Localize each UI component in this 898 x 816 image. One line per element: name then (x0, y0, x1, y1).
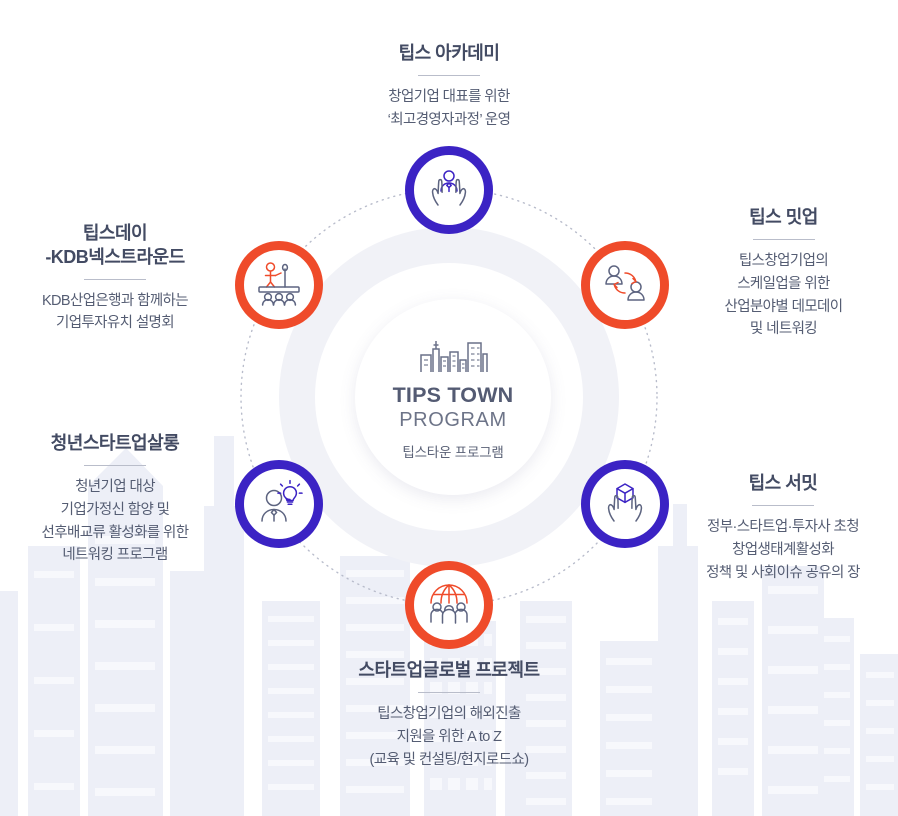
program-text-meetup: 팁스 밋업 팁스창업기업의 스케일업을 위한 산업분야별 데모데이 및 네트워킹 (676, 206, 891, 341)
program-text-summit: 팁스 서밋 정부·스타트업·투자사 초청 창업생태계활성화 정책 및 사회이슈 … (672, 472, 894, 584)
program-description-global: 팁스창업기업의 해외진출 지원을 위한 A to Z (교육 및 컨설팅/현지로… (369, 705, 529, 768)
title-divider (752, 504, 814, 506)
program-text-tipsday: 팁스데이 -KDB넥스트라운드 KDB산업은행과 함께하는 기업투자유치 설명회 (2, 222, 228, 335)
title-divider (84, 278, 146, 280)
program-description-salon: 청년기업 대상 기업가정신 함양 및 선후배교류 활성화를 위한 네트워킹 프로… (41, 478, 190, 564)
program-description-academy: 창업기업 대표를 위한 ‘최고경영자과정’ 운영 (387, 88, 511, 128)
program-node-meetup[interactable] (581, 241, 669, 329)
tips-town-hub: TIPS TOWN PROGRAM 팁스타운 프로그램 (355, 299, 551, 495)
hub-korean-label: 팁스타운 프로그램 (402, 445, 504, 461)
program-title-meetup: 팁스 밋업 (749, 207, 818, 227)
program-text-global: 스타트업글로벌 프로젝트 팁스창업기업의 해외진출 지원을 위한 A to Z … (300, 659, 598, 771)
hub-title: TIPS TOWN (392, 382, 514, 407)
title-divider (418, 691, 480, 693)
program-title-salon: 청년스타트업살롱 (50, 433, 180, 453)
program-title-global: 스타트업글로벌 프로젝트 (358, 660, 540, 680)
program-text-salon: 청년스타트업살롱 청년기업 대상 기업가정신 함양 및 선후배교류 활성화를 위… (6, 432, 224, 567)
hands-holding-cube-icon (600, 477, 650, 532)
title-divider (84, 464, 146, 466)
title-divider (752, 238, 815, 240)
program-node-summit[interactable] (581, 460, 669, 548)
program-title-tipsday: 팁스데이 -KDB넥스트라운드 (45, 223, 185, 267)
program-node-salon[interactable] (235, 460, 323, 548)
presenter-with-audience-icon (254, 258, 304, 313)
hands-holding-person-icon (424, 163, 474, 218)
program-title-academy: 팁스 아카데미 (398, 43, 500, 63)
person-with-lightbulb-icon (254, 477, 304, 532)
globe-with-people-icon (424, 578, 474, 633)
program-node-global[interactable] (405, 561, 493, 649)
program-node-academy[interactable] (405, 146, 493, 234)
program-node-tipsday[interactable] (235, 241, 323, 329)
program-description-summit: 정부·스타트업·투자사 초청 창업생태계활성화 정책 및 사회이슈 공유의 장 (706, 518, 860, 581)
program-text-academy: 팁스 아카데미 창업기업 대표를 위한 ‘최고경영자과정’ 운영 (299, 42, 599, 132)
city-skyline-icon (417, 333, 489, 378)
title-divider (418, 74, 480, 76)
two-people-exchange-icon (600, 258, 650, 313)
program-description-meetup: 팁스창업기업의 스케일업을 위한 산업분야별 데모데이 및 네트워킹 (724, 252, 843, 338)
hub-subtitle: PROGRAM (399, 409, 507, 432)
program-description-tipsday: KDB산업은행과 함께하는 기업투자유치 설명회 (41, 292, 189, 332)
program-title-summit: 팁스 서밋 (748, 473, 818, 493)
